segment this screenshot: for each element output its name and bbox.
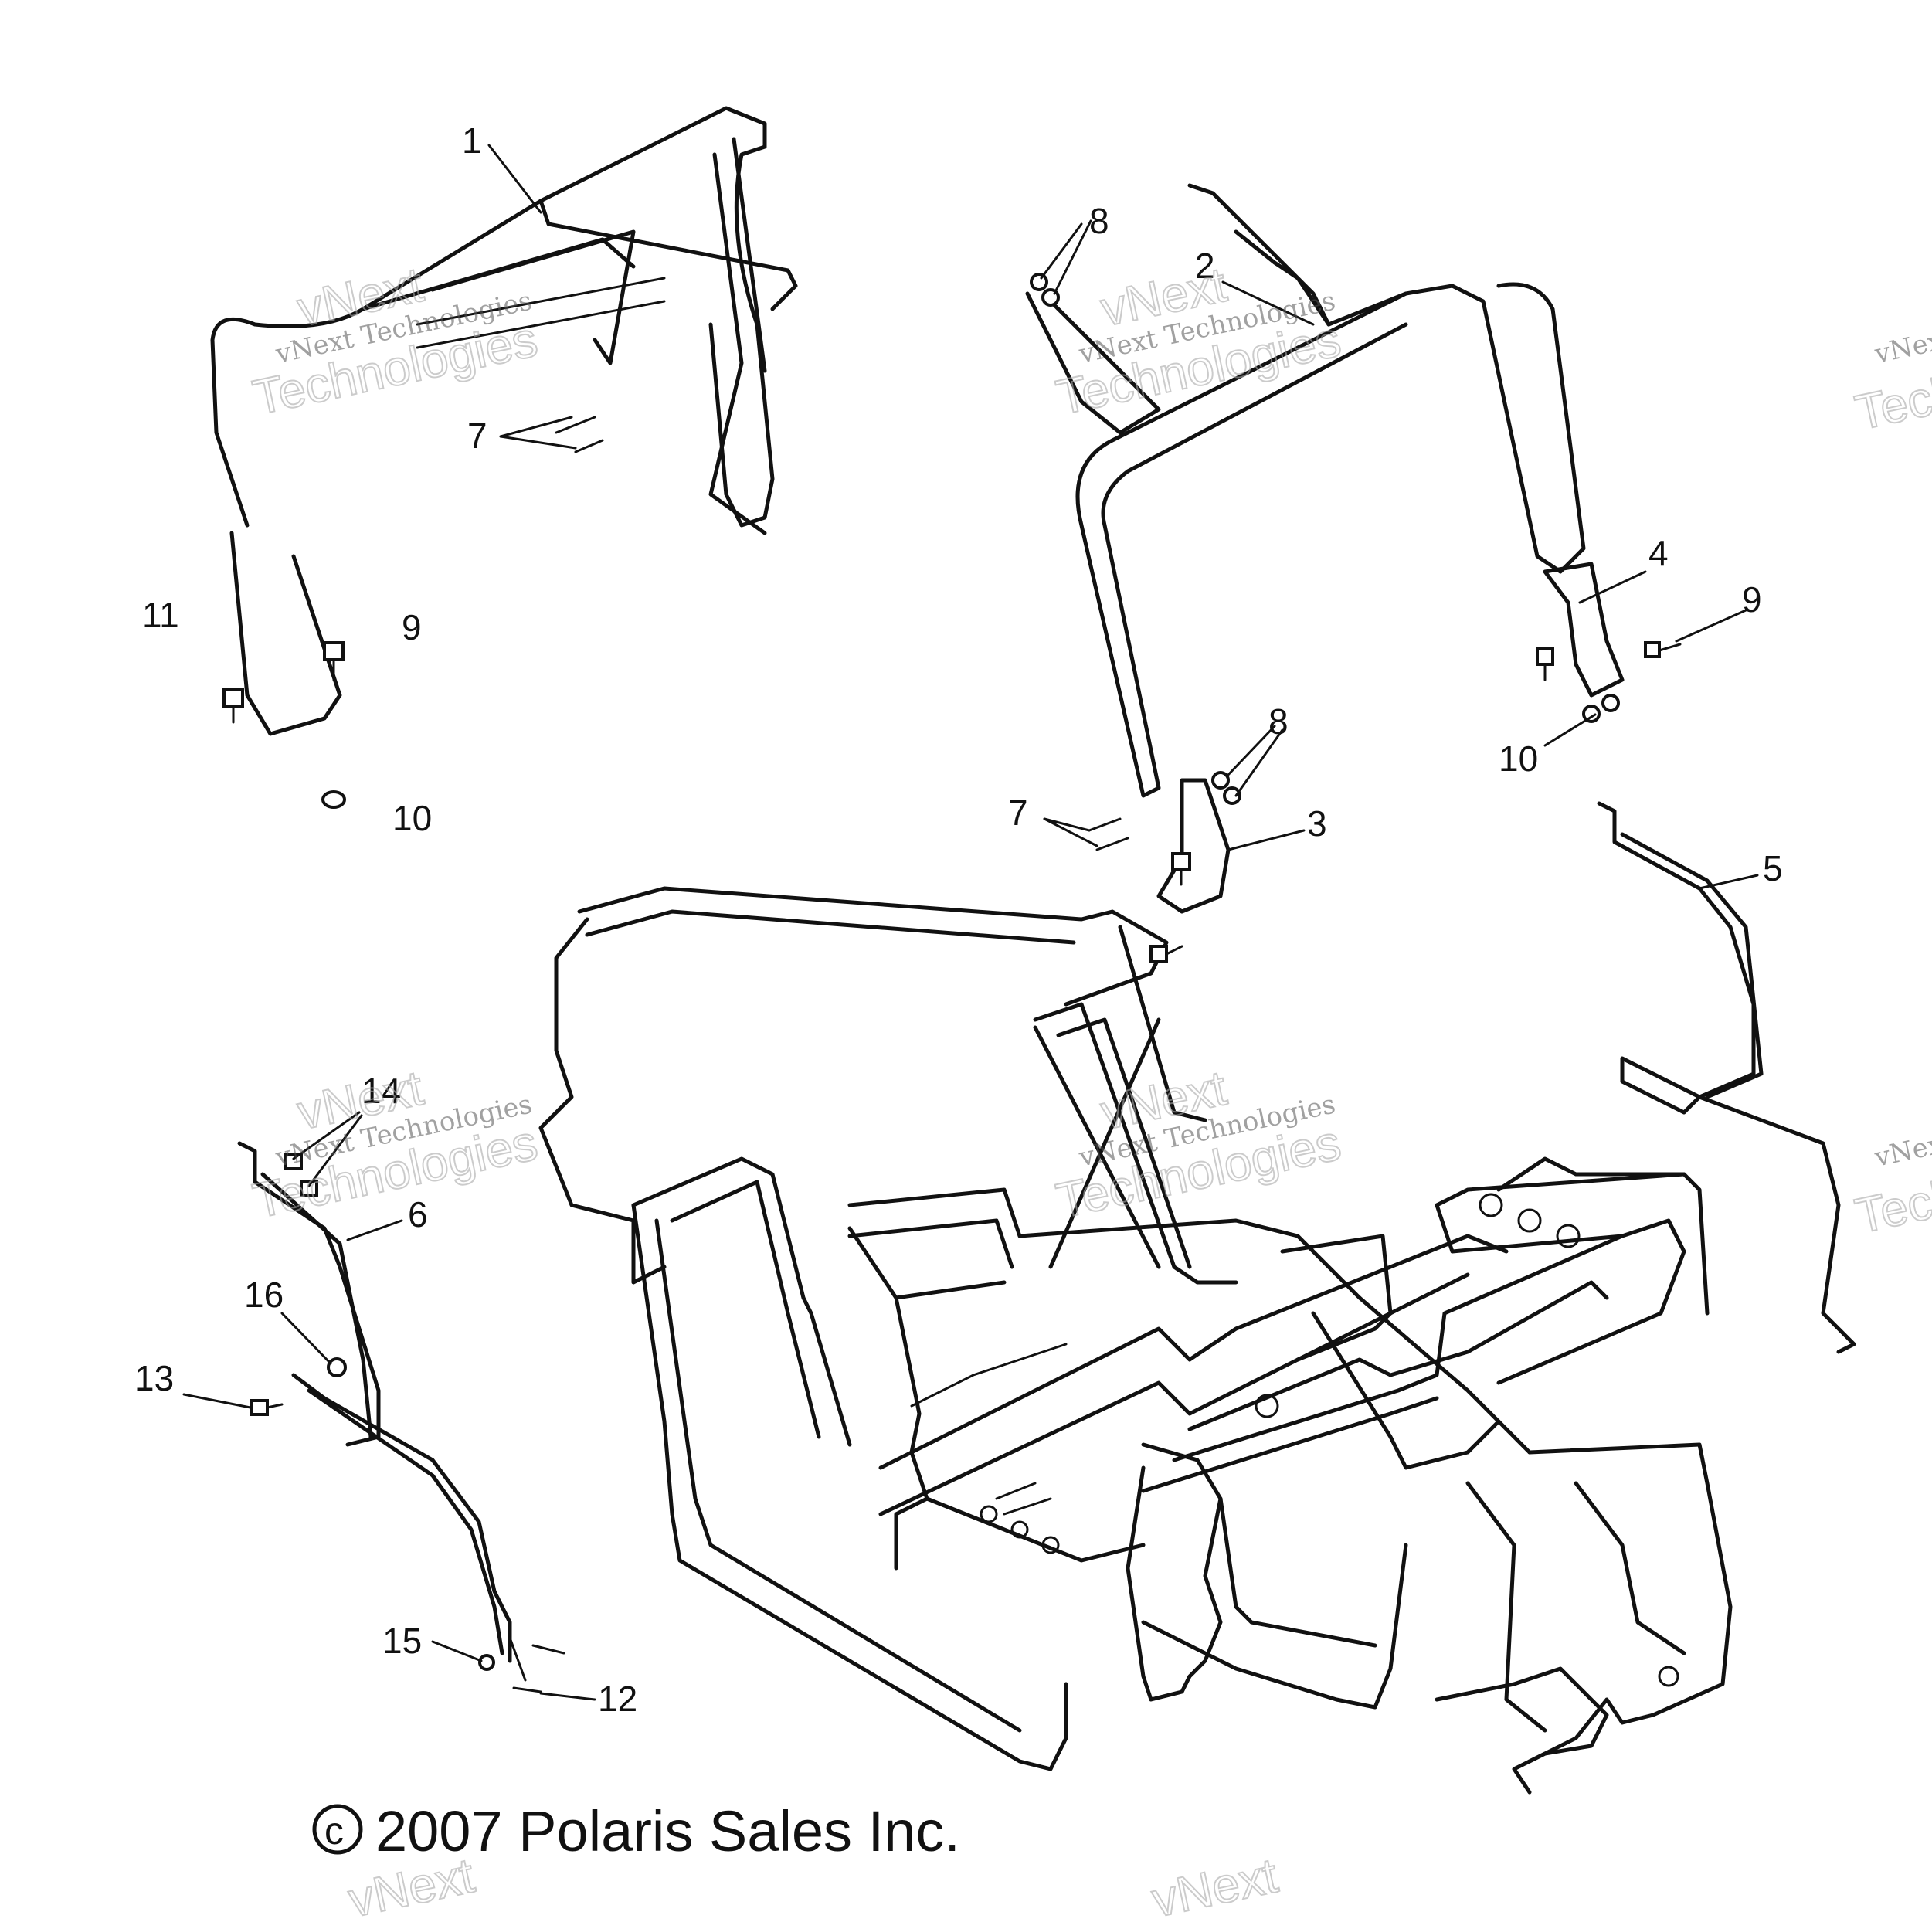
callout-11: 11 [142,595,179,635]
nut-icon [327,1357,347,1377]
callout-12: 12 [598,1679,637,1719]
callout-9a: 9 [402,607,422,647]
leader-lines [182,144,1759,1701]
callout-9b: 9 [1742,579,1762,620]
bolt-icon [323,641,345,681]
side-bar-part-5 [1597,801,1856,1354]
callout-7b: 7 [1008,793,1028,833]
callout-10b: 10 [1499,739,1538,779]
callout-14: 14 [362,1071,401,1111]
main-frame [538,886,1733,1795]
bolt-icon [555,416,604,453]
callout-15: 15 [382,1621,422,1661]
callout-2: 2 [1195,246,1215,286]
bolt-icon [1171,852,1191,886]
nut-icon [1582,694,1620,723]
callout-6: 6 [408,1194,428,1234]
bolt-icon [508,1636,565,1693]
callout-4: 4 [1648,533,1669,573]
bracket-part-3 [1156,562,1625,914]
bolt-icon [1088,817,1129,851]
callout-7a: 7 [467,416,487,456]
callout-10a: 10 [392,798,432,838]
callout-8b: 8 [1268,701,1289,742]
callout-1: 1 [462,121,482,161]
bolt-icon [250,1399,284,1416]
bolt-icon [284,1153,318,1197]
copyright-notice: c 2007 Polaris Sales Inc. [312,1799,960,1863]
watermark-text: vNext [1147,1847,1282,1922]
roll-bar-part-1 [210,106,798,736]
side-bar-part-6 [237,1141,512,1663]
copyright-text: 2007 Polaris Sales Inc. [375,1799,960,1863]
callout-16: 16 [244,1275,284,1315]
nut-icon [1030,273,1060,307]
roll-bar-part-2 [1025,183,1586,798]
bolt-icon [1644,641,1682,658]
nut-icon [1211,771,1241,805]
watermark-text: vNext Technologies [1872,285,1932,370]
callout-8a: 8 [1089,201,1109,241]
copyright-icon [312,1804,363,1855]
nut-icon [321,790,346,809]
watermark-text: vNext Technologies [1872,1088,1932,1173]
callouts: 1 2 3 4 5 6 7 7 8 8 9 9 10 10 11 12 13 1… [134,121,1783,1719]
bolt-icon [1149,945,1183,963]
nut-icon [478,1654,495,1671]
callout-13: 13 [134,1358,174,1398]
copyright-symbol: c [324,1809,344,1852]
callout-3: 3 [1307,803,1327,844]
callout-5: 5 [1763,848,1783,888]
bolt-icon [222,688,244,724]
hardware [222,273,1682,1693]
bolt-icon [1536,647,1554,681]
